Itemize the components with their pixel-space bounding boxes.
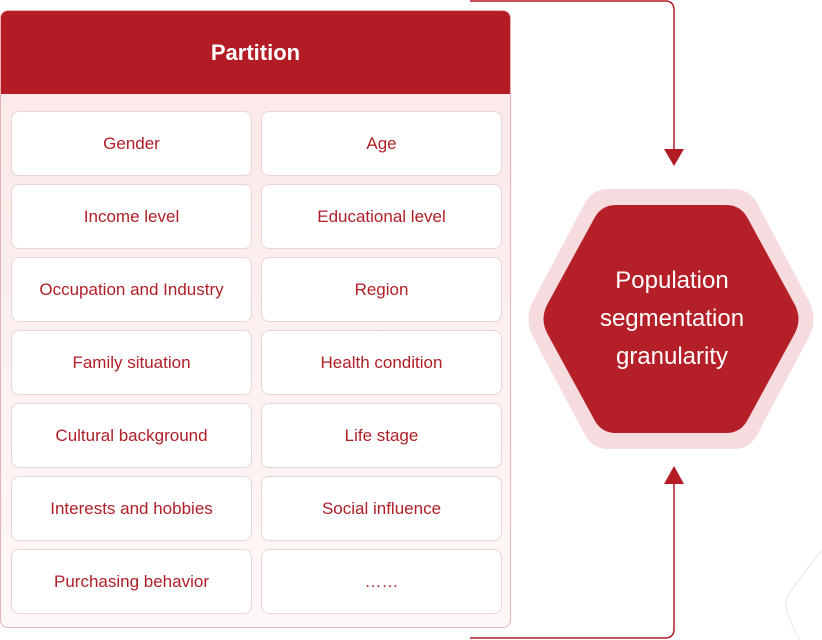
partition-item-ellipsis: …… [261, 549, 502, 614]
target-label: Population segmentation granularity [560, 262, 784, 376]
target-label-line-2: segmentation [599, 305, 745, 332]
target-label-line-3: granularity [615, 343, 729, 370]
target-label-line-1: Population [615, 267, 729, 294]
partition-item-gender: Gender [11, 111, 252, 176]
partition-item-interests: Interests and hobbies [11, 476, 252, 541]
partition-item-purchasing-behavior: Purchasing behavior [11, 549, 252, 614]
decorative-corner-arc [785, 549, 822, 640]
partition-item-income-level: Income level [11, 184, 252, 249]
partition-item-age: Age [261, 111, 502, 176]
partition-item-family-situation: Family situation [11, 330, 252, 395]
hexagon-node [528, 189, 814, 449]
partition-item-educational-level: Educational level [261, 184, 502, 249]
partition-item-occupation: Occupation and Industry [11, 257, 252, 322]
hexagon-shape [543, 205, 799, 433]
partition-item-health-condition: Health condition [261, 330, 502, 395]
down-arrow-icon [664, 149, 684, 166]
top-connector-line [470, 0, 675, 150]
up-arrow-icon [664, 466, 684, 484]
partition-item-life-stage: Life stage [261, 403, 502, 468]
bottom-connector-line [470, 484, 675, 639]
partition-title: Partition [1, 11, 510, 94]
partition-panel: Partition Gender Age Income level Educat… [0, 10, 511, 628]
partition-item-social-influence: Social influence [261, 476, 502, 541]
partition-item-cultural-background: Cultural background [11, 403, 252, 468]
partition-item-region: Region [261, 257, 502, 322]
